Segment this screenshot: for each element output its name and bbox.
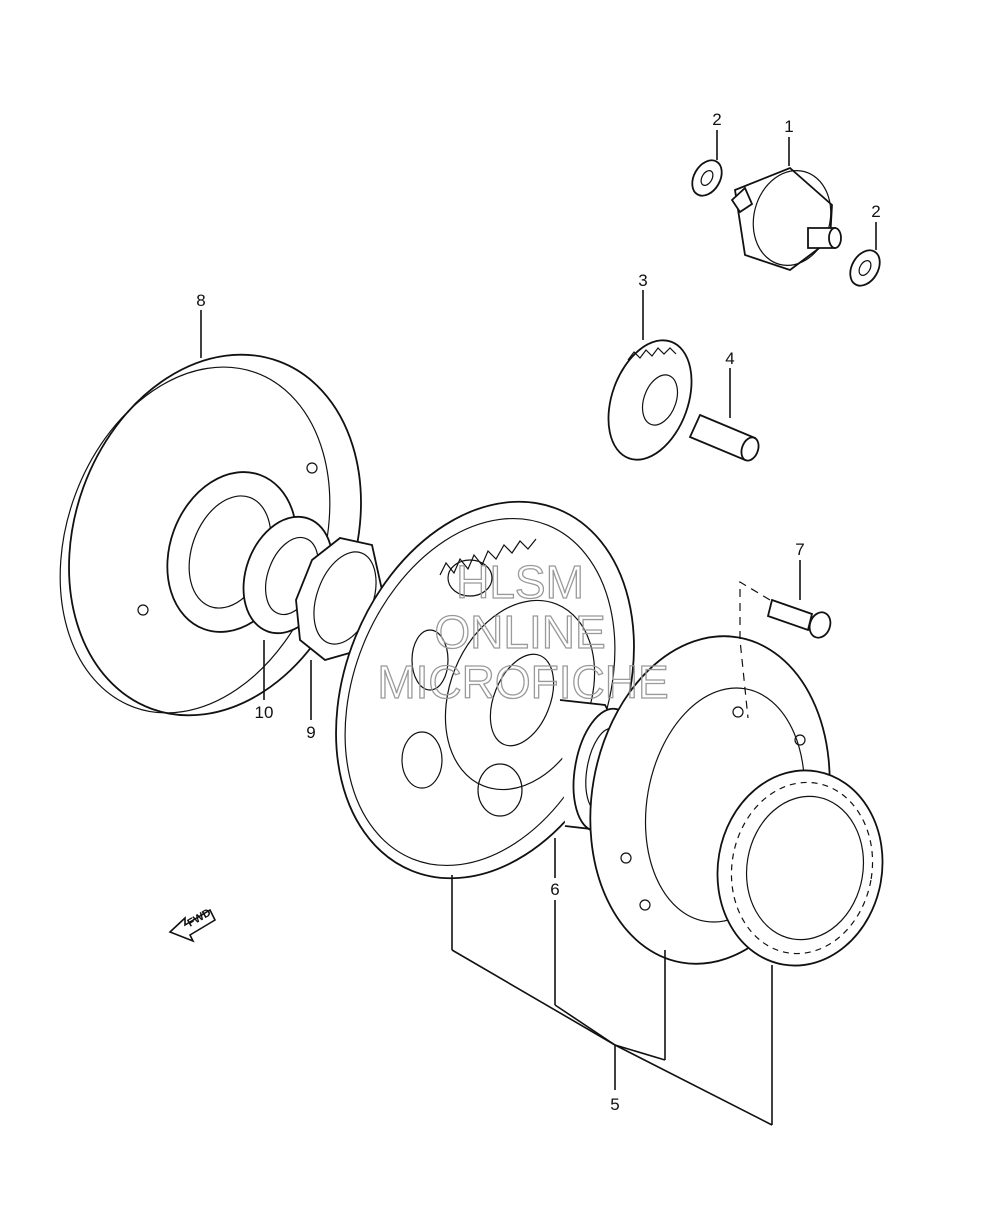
part-2-washer-a xyxy=(691,159,723,197)
callout-6: 6 xyxy=(550,880,559,899)
callout-5: 5 xyxy=(610,1095,619,1114)
callout-10: 10 xyxy=(255,703,274,722)
leader-lines xyxy=(200,130,877,1126)
callout-2-right: 2 xyxy=(871,202,880,221)
callout-4: 4 xyxy=(725,349,734,368)
callout-7: 7 xyxy=(795,540,804,559)
callout-1: 1 xyxy=(784,117,793,136)
callout-2-top: 2 xyxy=(712,110,721,129)
sprag-cage xyxy=(716,769,884,967)
watermark-line-2: ONLINE xyxy=(434,606,605,658)
watermark-line-1: HLSM xyxy=(456,556,584,608)
part-1-reduction-gear xyxy=(730,166,842,272)
callout-8: 8 xyxy=(196,291,205,310)
part-3-idle-gear xyxy=(607,339,693,461)
part-7-bolt xyxy=(766,598,832,639)
fwd-arrow-icon: FWD xyxy=(168,907,217,943)
part-2-washer-b xyxy=(849,249,881,287)
watermark: HLSM ONLINE MICROFICHE xyxy=(377,555,670,708)
part-4-shaft xyxy=(688,413,760,462)
callout-9: 9 xyxy=(306,723,315,742)
callout-3: 3 xyxy=(638,271,647,290)
watermark-line-3: MICROFICHE xyxy=(377,656,668,708)
